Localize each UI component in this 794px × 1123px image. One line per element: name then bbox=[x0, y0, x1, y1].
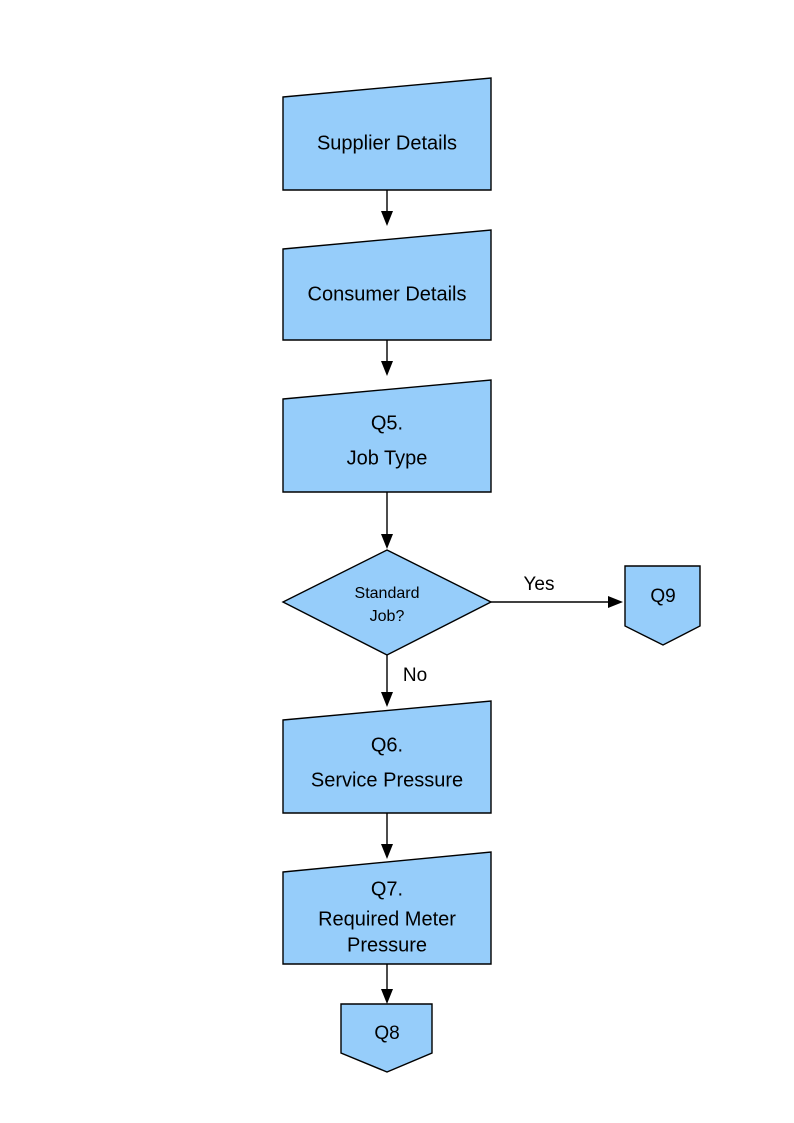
q5-job-type-label-line2: Job Type bbox=[347, 447, 428, 469]
supplier-to-consumer-arrowhead bbox=[381, 211, 393, 226]
node-q6-service-pressure[interactable]: Q6. Service Pressure bbox=[282, 700, 492, 814]
q6-service-pressure-label-line2: Service Pressure bbox=[311, 769, 463, 791]
q7-required-meter-pressure-label-line2: Required Meter bbox=[318, 908, 456, 930]
q6-service-pressure-label-line1: Q6. bbox=[371, 734, 403, 756]
decision-yes-to-q9-arrowhead bbox=[608, 596, 623, 608]
edge-decision-no-to-q6: No bbox=[381, 655, 427, 707]
standard-job-decision-label-line1: Standard bbox=[355, 585, 420, 602]
node-q9[interactable]: Q9 bbox=[624, 565, 701, 646]
node-q8[interactable]: Q8 bbox=[340, 1003, 433, 1073]
node-q5-job-type[interactable]: Q5. Job Type bbox=[282, 379, 492, 493]
edge-q6-to-q7 bbox=[381, 813, 393, 859]
supplier-details-label: Supplier Details bbox=[317, 132, 457, 154]
standard-job-decision-label-line2: Job? bbox=[370, 608, 405, 625]
edge-consumer-to-q5 bbox=[381, 340, 393, 376]
edge-decision-yes-to-q9: Yes bbox=[491, 574, 623, 608]
edge-supplier-to-consumer bbox=[381, 190, 393, 226]
q5-job-type-label-line1: Q5. bbox=[371, 412, 403, 434]
node-q7-required-meter-pressure[interactable]: Q7. Required Meter Pressure bbox=[282, 851, 492, 965]
consumer-to-q5-arrowhead bbox=[381, 361, 393, 376]
node-standard-job-decision[interactable]: Standard Job? bbox=[281, 549, 493, 656]
q7-required-meter-pressure-label-line3: Pressure bbox=[347, 934, 427, 956]
q7-to-q8-arrowhead bbox=[381, 989, 393, 1004]
edge-label-yes: Yes bbox=[524, 574, 555, 595]
consumer-details-label: Consumer Details bbox=[308, 283, 467, 305]
q5-to-decision-arrowhead bbox=[381, 534, 393, 549]
q8-label: Q8 bbox=[374, 1023, 399, 1044]
consumer-details-shape bbox=[282, 229, 492, 341]
edge-q7-to-q8 bbox=[381, 964, 393, 1004]
node-consumer-details[interactable]: Consumer Details bbox=[282, 229, 492, 341]
standard-job-decision-shape bbox=[281, 549, 493, 656]
edge-label-no: No bbox=[403, 665, 427, 686]
q7-required-meter-pressure-label-line1: Q7. bbox=[371, 878, 403, 900]
q6-service-pressure-shape bbox=[282, 700, 492, 814]
edge-q5-to-decision bbox=[381, 492, 393, 549]
q8-shape bbox=[340, 1003, 433, 1073]
q5-job-type-shape bbox=[282, 379, 492, 493]
decision-no-to-q6-arrowhead bbox=[381, 692, 393, 707]
supplier-details-shape bbox=[282, 77, 492, 191]
q9-label: Q9 bbox=[650, 586, 675, 607]
q6-to-q7-arrowhead bbox=[381, 844, 393, 859]
q7-required-meter-pressure-shape bbox=[282, 851, 492, 965]
q9-shape bbox=[624, 565, 701, 646]
node-supplier-details[interactable]: Supplier Details bbox=[282, 77, 492, 191]
